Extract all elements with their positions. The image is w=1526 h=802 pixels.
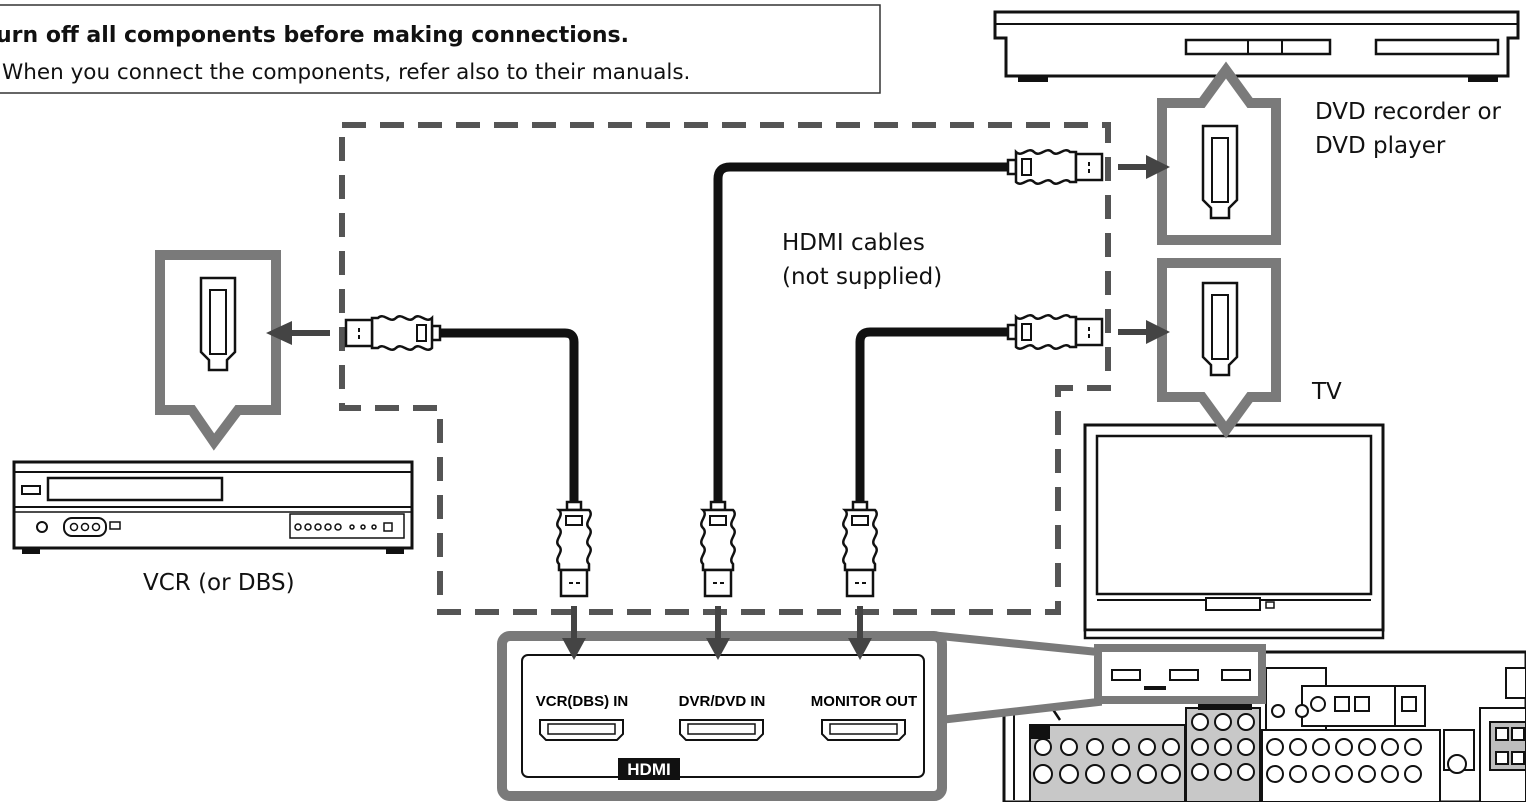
vcr-label: VCR (or DBS) [143, 570, 295, 596]
vcr-in-port-label: VCR(DBS) IN [536, 693, 629, 710]
connection-arrows [266, 155, 1170, 660]
dvd-jack-callout [1157, 61, 1281, 245]
cable-plug-tv-bottom [842, 500, 878, 598]
cable-plug-tv-top [1006, 314, 1104, 350]
dashed-region-outline [339, 122, 1111, 615]
hdmi-badge-text: HDMI [627, 760, 670, 779]
hdmi-panel-callout: VCR(DBS) IN DVR/DVD IN MONITOR OUT HDMI [497, 631, 1102, 801]
dvd-recorder-device [993, 10, 1520, 82]
cable-plug-vcr-left [344, 315, 442, 351]
hdmi-cables [433, 162, 1017, 511]
note-line-1: urn off all components before making con… [0, 23, 629, 48]
dvd-label-line-1: DVD recorder or [1315, 99, 1502, 125]
cables-label-line-1: HDMI cables [782, 230, 925, 256]
dvd-label-line-2: DVD player [1315, 133, 1446, 159]
cables-label-line-2: (not supplied) [782, 264, 942, 290]
note-box: urn off all components before making con… [0, 4, 881, 94]
note-line-2: When you connect the components, refer a… [2, 60, 690, 85]
vcr-jack-callout [155, 250, 281, 451]
tv-jack-callout [1157, 258, 1281, 439]
cable-plug-dvd-top [1006, 149, 1104, 185]
receiver-rear-panel [1000, 644, 1526, 802]
tv-device [1083, 423, 1385, 640]
monitor-out-port-label: MONITOR OUT [811, 693, 917, 710]
dvr-in-port-label: DVR/DVD IN [679, 693, 766, 710]
vcr-device [12, 460, 414, 554]
tv-label: TV [1311, 379, 1342, 405]
cable-plug-dvd-bottom [700, 500, 736, 598]
cable-plug-vcr-bottom [556, 500, 592, 598]
hdmi-badge [618, 758, 680, 780]
